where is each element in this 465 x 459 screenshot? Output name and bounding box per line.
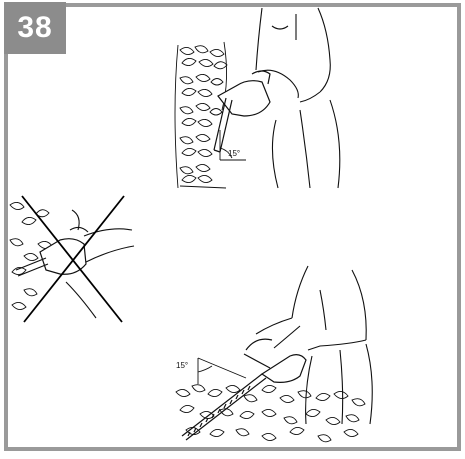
bottom-trimmer (182, 339, 306, 440)
figure-border (6, 5, 459, 449)
figure-number-badge: 38 (4, 2, 66, 54)
top-angle-label: 15° (228, 149, 240, 158)
bottom-angle-indicator (198, 358, 246, 384)
bottom-illustration: 15° (176, 266, 372, 442)
top-illustration: 15° (175, 8, 340, 188)
bottom-angle-label: 15° (176, 361, 188, 370)
bottom-hedge (176, 385, 365, 442)
bottom-person (256, 266, 372, 424)
left-illustration (10, 196, 134, 322)
top-hedge (175, 42, 227, 188)
